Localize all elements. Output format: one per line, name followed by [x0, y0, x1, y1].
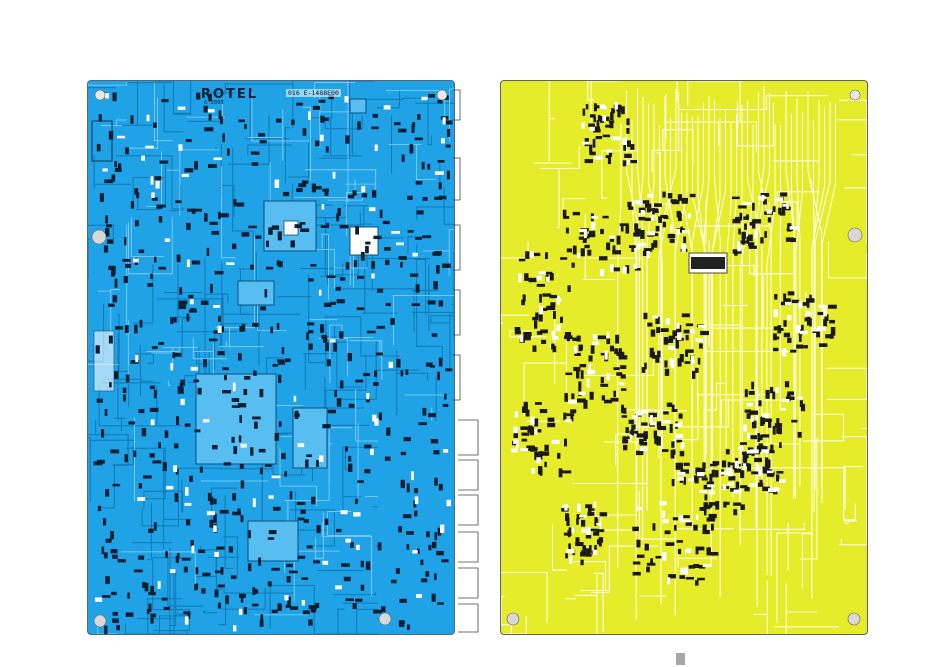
solder-side-artwork	[501, 81, 867, 634]
connector-outlines	[440, 80, 480, 640]
board-code: 016 E-1488E00	[286, 89, 341, 97]
pcb-component-side: ROTEL 016 E-1488E00 © 2005	[87, 80, 455, 635]
pcb-solder-side	[500, 80, 868, 635]
page-marker	[676, 653, 685, 665]
component-side-artwork	[88, 81, 454, 634]
board-year: © 2005	[204, 100, 224, 106]
